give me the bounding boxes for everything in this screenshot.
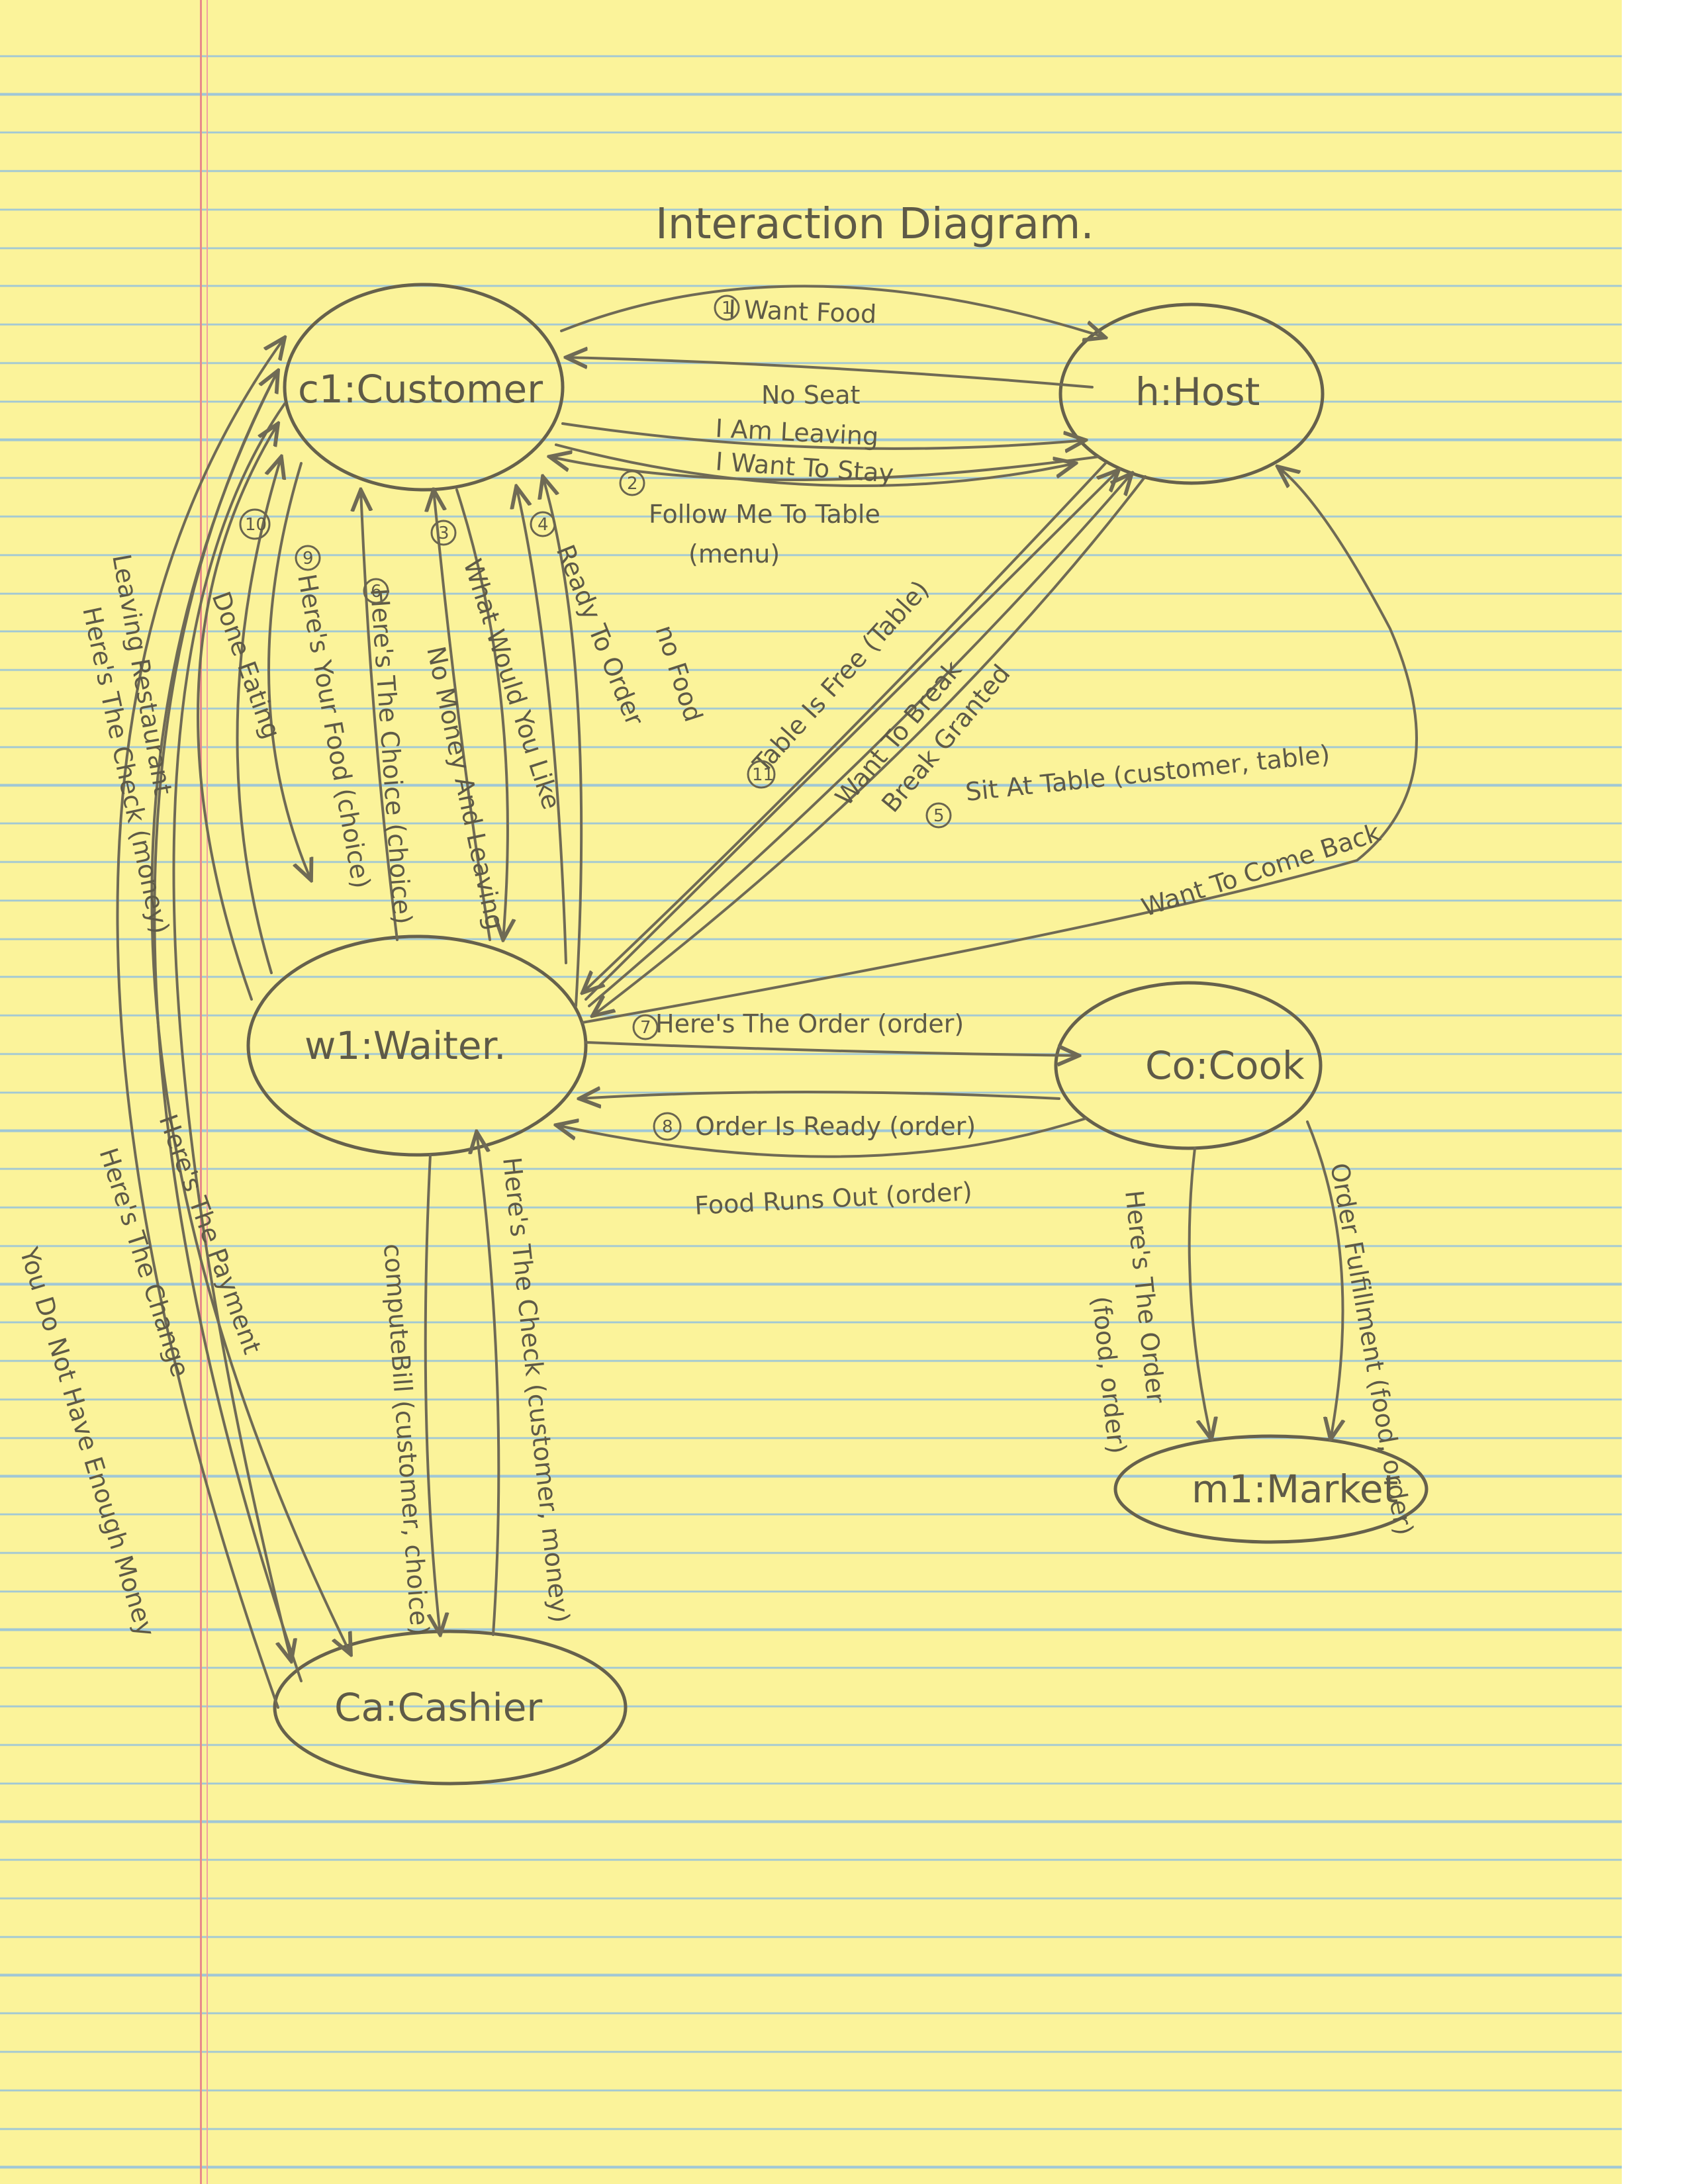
- node-waiter: w1:Waiter.: [246, 934, 588, 1157]
- arrow-order-is-ready: [579, 1092, 1060, 1099]
- step-number-10: 10: [239, 508, 271, 540]
- msg-ready-to-order: Ready To Order: [551, 541, 650, 730]
- svg-text:2: 2: [627, 474, 638, 494]
- diagram-title: Interaction Diagram.: [655, 200, 1094, 249]
- arrow-heres-the-change: [150, 369, 351, 1655]
- msg-food-runs-out: Food Runs Out (order): [694, 1177, 973, 1220]
- arrow-heres-the-order: [585, 1041, 1079, 1056]
- arrow-i-want-to-stay: [555, 443, 1076, 488]
- svg-text:7: 7: [640, 1018, 651, 1038]
- margin-line: [200, 0, 202, 2184]
- arrow-compute-bill: [424, 1154, 440, 1635]
- arrow-i-am-leaving: [561, 422, 1086, 449]
- msg-menu: (menu): [688, 539, 780, 569]
- arrow-food-runs-out: [556, 1117, 1087, 1158]
- arrow-follow-me: [549, 457, 1100, 481]
- node-host: h:Host: [1058, 302, 1325, 485]
- arrow-heres-the-payment: [153, 371, 303, 1682]
- arrow-ready-to-order: [516, 486, 567, 964]
- node-cashier: Ca:Cashier: [273, 1629, 628, 1786]
- arrow-done-eating: [236, 457, 281, 974]
- arrow-not-enough-money: [116, 338, 285, 1709]
- svg-text:3: 3: [438, 523, 449, 543]
- node-market-label: m1:Market: [1192, 1467, 1398, 1512]
- arrow-no-seat: [566, 357, 1094, 388]
- arrow-heres-the-choice: [361, 490, 399, 941]
- node-market: m1:Market: [1113, 1434, 1429, 1544]
- msg-no-money: No Money And Leaving: [421, 644, 510, 933]
- node-cook-label: Co:Cook: [1145, 1043, 1305, 1088]
- arrow-no-money: [434, 490, 491, 941]
- arrow-heres-the-check-cashier: [477, 1132, 500, 1636]
- arrow-leaving-restaurant: [197, 424, 278, 1001]
- msg-i-want-to-stay: I Want To Stay: [714, 447, 894, 488]
- step-number-5: 5: [925, 802, 952, 829]
- arrow-want-to-break: [588, 473, 1132, 1007]
- msg-no-seat: No Seat: [761, 381, 860, 410]
- arrow-no-food: [543, 477, 583, 1007]
- step-number-8: 8: [653, 1112, 682, 1141]
- msg-heres-your-food: Here's Your Food (choice): [292, 572, 376, 891]
- svg-text:10: 10: [245, 515, 267, 535]
- msg-i-want-food: I Want Food: [728, 295, 877, 329]
- node-customer-label: c1:Customer: [298, 367, 543, 412]
- msg-sit-at-table: Sit At Table (customer, table): [964, 739, 1331, 807]
- node-cashier-label: Ca:Cashier: [334, 1685, 542, 1730]
- node-customer: c1:Customer: [283, 283, 565, 492]
- node-waiter-label: w1:Waiter.: [305, 1023, 506, 1068]
- arrow-sit-at-table: [583, 462, 1107, 993]
- arrow-heres-your-food: [267, 462, 311, 880]
- msg-food-order: (food, order): [1086, 1295, 1132, 1455]
- step-number-9: 9: [295, 545, 321, 571]
- step-number-1: 1: [714, 295, 740, 321]
- msg-no-food: no Food: [649, 621, 708, 725]
- msg-table-is-free: Table Is Free (Table): [747, 575, 935, 779]
- svg-text:9: 9: [303, 549, 314, 569]
- msg-want-to-come-back: Want To Come Back: [1138, 817, 1383, 922]
- margin-line-2: [207, 0, 208, 2184]
- arrow-want-to-come-back: [581, 467, 1418, 1024]
- step-number-11: 11: [747, 760, 776, 789]
- step-number-2: 2: [619, 470, 645, 496]
- svg-text:11: 11: [752, 765, 774, 785]
- step-number-6: 6: [363, 578, 389, 604]
- arrow-what-would-you-like: [455, 488, 508, 940]
- msg-follow-me: Follow Me To Table: [649, 500, 880, 529]
- svg-text:5: 5: [933, 806, 945, 826]
- svg-text:6: 6: [371, 582, 382, 602]
- arrow-i-want-food: [560, 285, 1105, 338]
- step-number-3: 3: [430, 520, 457, 546]
- msg-order-is-ready: Order Is Ready (order): [695, 1112, 976, 1141]
- step-number-4: 4: [530, 511, 556, 537]
- msg-heres-the-order: Here's The Order (order): [655, 1009, 964, 1038]
- msg-not-enough-money: You Do Not Have Enough Money: [14, 1244, 160, 1640]
- msg-i-am-leaving: I Am Leaving: [715, 414, 880, 451]
- msg-heres-the-order-market: Here's The Order: [1119, 1189, 1171, 1404]
- arrow-break-granted: [592, 475, 1147, 1016]
- svg-text:4: 4: [538, 515, 549, 535]
- arrow-heres-the-order-market: [1188, 1147, 1211, 1439]
- msg-heres-the-check-cashier: Here's The Check (customer, money): [497, 1156, 575, 1624]
- arrow-order-fulfillment: [1306, 1120, 1343, 1439]
- arrow-heres-the-check: [172, 402, 291, 1661]
- svg-text:8: 8: [662, 1117, 673, 1137]
- scan-edge: [1622, 0, 1688, 2184]
- svg-text:1: 1: [722, 298, 733, 318]
- node-host-label: h:Host: [1135, 369, 1260, 414]
- arrow-table-is-free: [585, 470, 1119, 1001]
- step-number-7: 7: [632, 1014, 659, 1040]
- node-cook: Co:Cook: [1054, 981, 1323, 1150]
